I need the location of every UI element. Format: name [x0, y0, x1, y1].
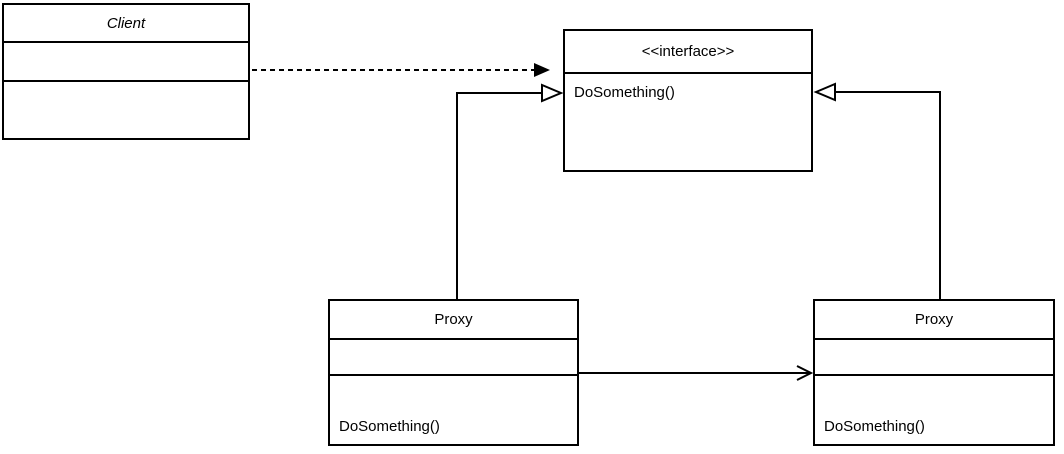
realization-right-arrowhead-hollow [813, 82, 836, 102]
proxy-left-attributes-compartment [330, 338, 577, 374]
class-box-proxy-left: Proxy DoSomething() [328, 299, 579, 446]
proxy-right-method-label: DoSomething() [824, 418, 925, 435]
realization-edge-proxy-right-to-interface [813, 82, 941, 300]
proxy-right-class-name: Proxy [914, 311, 954, 328]
client-methods-compartment [4, 80, 248, 138]
client-attributes-compartment [4, 41, 248, 80]
proxy-left-methods-compartment: DoSomething() [330, 374, 577, 444]
proxy-right-attributes-compartment [815, 338, 1053, 374]
realization-right-line [836, 91, 941, 300]
client-title-compartment: Client [4, 5, 248, 41]
association-edge-proxy-left-to-proxy-right [579, 365, 814, 381]
client-class-name: Client [106, 14, 146, 32]
realization-left-line [456, 92, 541, 300]
dependency-arrowhead-filled [534, 63, 550, 77]
dependency-edge-client-to-interface [252, 63, 550, 77]
class-box-client: Client [2, 3, 250, 140]
proxy-left-title-compartment: Proxy [330, 301, 577, 338]
proxy-left-method-label: DoSomething() [339, 418, 440, 435]
realization-edge-proxy-left-to-interface [456, 83, 564, 300]
class-box-interface: <<interface>> DoSomething() [563, 29, 813, 172]
proxy-right-methods-compartment: DoSomething() [815, 374, 1053, 444]
interface-title-compartment: <<interface>> [565, 31, 811, 72]
interface-method-label: DoSomething() [574, 84, 675, 101]
class-box-proxy-right: Proxy DoSomething() [813, 299, 1055, 446]
proxy-right-title-compartment: Proxy [815, 301, 1053, 338]
association-arrowhead-open [796, 365, 814, 381]
realization-left-arrowhead-hollow [541, 83, 564, 103]
proxy-left-class-name: Proxy [434, 311, 473, 328]
interface-stereotype-label: <<interface>> [641, 43, 735, 60]
interface-methods-compartment: DoSomething() [565, 72, 811, 170]
